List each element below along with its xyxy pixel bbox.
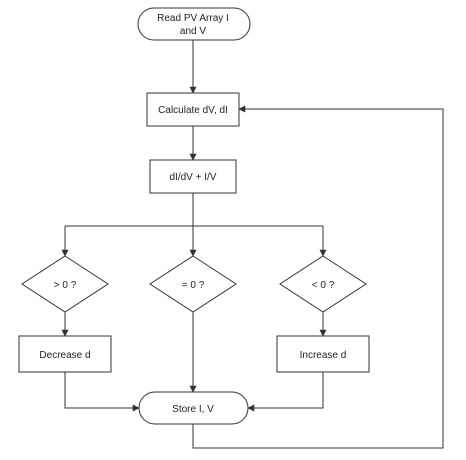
node-label: dI/dV + I/V (170, 172, 217, 183)
node-label: Calculate dV, dI (158, 105, 228, 116)
process-shape (146, 92, 240, 127)
edge-store-to-calc-loop (192, 105, 444, 449)
decision-shape (279, 255, 367, 313)
decision-shape (21, 255, 109, 313)
node-store: Store I, V (138, 391, 249, 425)
terminal-shape (137, 7, 251, 41)
node-label: and V (180, 26, 206, 37)
node-ratio: dI/dV + I/V (149, 159, 237, 194)
node-label: Decrease d (39, 350, 90, 361)
node-calc: Calculate dV, dI (146, 92, 240, 127)
edges (61, 40, 444, 449)
node-label: = 0 ? (182, 280, 205, 291)
node-read: Read PV Array I and V (137, 7, 251, 41)
edge-dec-to-store (64, 372, 140, 412)
node-dec: Decrease d (18, 335, 112, 373)
node-label: < 0 ? (312, 280, 335, 291)
node-label: > 0 ? (54, 280, 77, 291)
node-gt: > 0 ? (21, 255, 109, 313)
node-label: Store I, V (172, 404, 214, 415)
node-inc: Increase d (276, 335, 370, 373)
terminal-shape (138, 391, 249, 425)
node-label: Read PV Array I (157, 13, 229, 24)
node-label: Increase d (300, 350, 347, 361)
node-lt: < 0 ? (279, 255, 367, 313)
decision-shape (149, 255, 237, 313)
process-shape (276, 335, 370, 373)
process-shape (18, 335, 112, 373)
process-shape (149, 159, 237, 194)
edge-inc-to-store (247, 372, 324, 412)
node-eq: = 0 ? (149, 255, 237, 313)
